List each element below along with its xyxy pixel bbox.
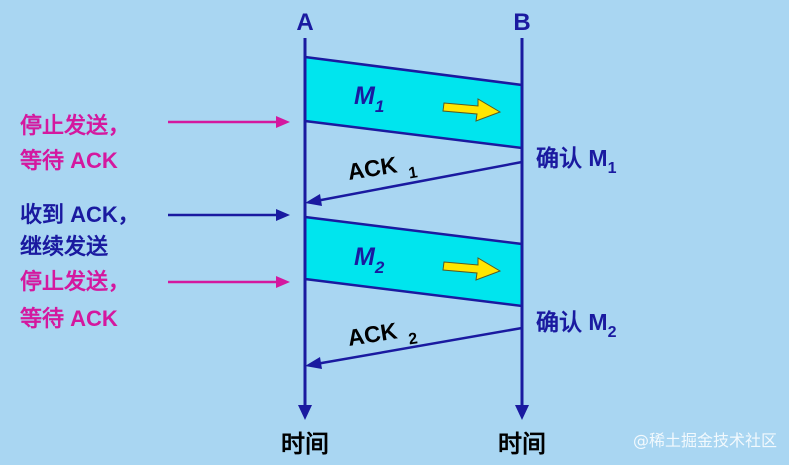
watermark: @稀土掘金技术社区 [633, 431, 777, 450]
annotation-3-line1: 停止发送， [20, 269, 130, 294]
annotation-3-line2: 等待 ACK [20, 306, 118, 331]
annotation-2-arrowhead [276, 209, 290, 221]
frame-m1-main: M [354, 82, 376, 110]
ack1-arrow [315, 160, 523, 203]
frame-m1 [303, 55, 524, 150]
confirm-m1-label: 确认 M1 [536, 145, 617, 177]
ack1-arrowhead [305, 194, 322, 206]
annotation-1-arrowhead [276, 116, 290, 128]
annotation-3-arrowhead [276, 276, 290, 288]
timeline-b-arrowhead [515, 405, 529, 420]
yellow-arrow-m1 [442, 98, 502, 122]
timeline-b-time-label: 时间 [498, 431, 546, 458]
confirm-m2-sub: 2 [608, 324, 617, 341]
ack2-arrow [315, 326, 523, 366]
frame-m2-main: M [354, 243, 376, 271]
frame-m2 [303, 215, 524, 308]
ack2-sub: 2 [407, 330, 419, 348]
annotation-1-line2: 等待 ACK [20, 148, 118, 173]
timeline-a-time-label: 时间 [281, 431, 329, 458]
annotation-2-line2: 继续发送 [20, 234, 108, 259]
annotation-2-line1: 收到 ACK， [20, 202, 140, 227]
frame-m1-label: M1 [354, 82, 384, 116]
timeline-a-arrowhead [298, 405, 312, 420]
confirm-m1-main: 确认 M [536, 145, 608, 171]
ack1-sub: 1 [407, 164, 419, 182]
annotation-1-line1: 停止发送， [20, 113, 130, 138]
yellow-arrow-m2 [442, 257, 502, 281]
ack1-main: ACK [346, 151, 400, 185]
frame-m2-label: M2 [354, 243, 385, 277]
timeline-b-label: B [513, 9, 530, 36]
ack2-main: ACK [346, 317, 400, 351]
confirm-m2-main: 确认 M [536, 309, 608, 335]
frame-m1-sub: 1 [375, 97, 384, 116]
ack2-arrowhead [305, 357, 322, 369]
confirm-m1-sub: 1 [608, 160, 617, 177]
confirm-m2-label: 确认 M2 [536, 309, 617, 341]
ack1-label: ACK 1 [346, 148, 419, 191]
timeline-a-label: A [296, 9, 313, 36]
frame-m2-sub: 2 [374, 258, 385, 277]
